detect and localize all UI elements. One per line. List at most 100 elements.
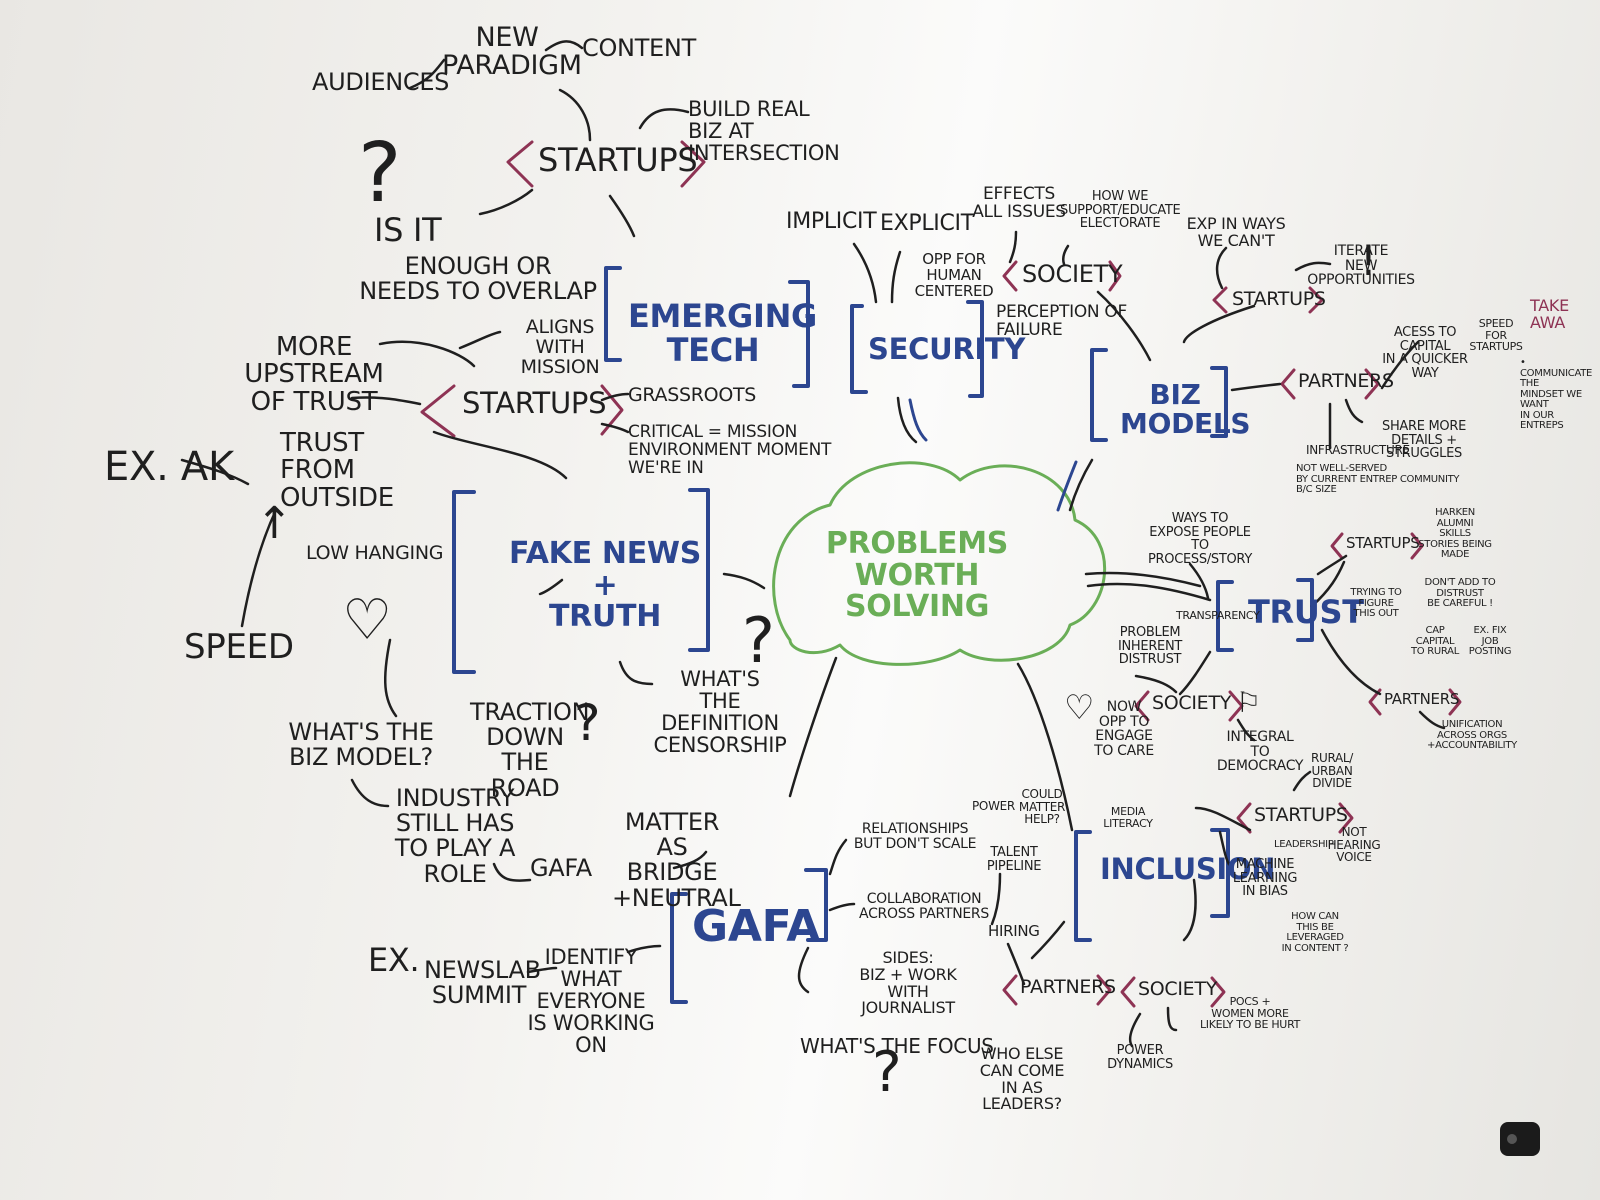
connector-line (1182, 304, 1256, 344)
note: OPP FOR HUMAN CENTERED (914, 250, 994, 300)
connector-line (408, 58, 446, 90)
topic-bracket (966, 300, 984, 398)
connector-line (558, 88, 592, 142)
tag-chevron (1212, 286, 1228, 314)
topic-bracket (604, 266, 622, 362)
note: SHARE MORE DETAILS + STRUGGLES (1382, 419, 1466, 462)
tag-startups: STARTUPS (538, 141, 698, 179)
up-arrow-icon: ↑ (256, 498, 293, 549)
note: TAKE AWA (1530, 296, 1569, 332)
connector-line (1230, 382, 1282, 392)
connector-line (544, 40, 584, 52)
connector-line (618, 660, 654, 686)
question-mark-icon: ? (872, 1040, 902, 1105)
connector-line (608, 194, 636, 238)
note: COLLABORATION ACROSS PARTNERS (859, 891, 989, 922)
tag-chevron (1134, 690, 1150, 722)
topic-inclusion: INCLUSION (1100, 852, 1276, 886)
connector-line (1292, 770, 1312, 792)
topic-trust: TRUST (1248, 593, 1364, 631)
connector-line (797, 946, 810, 994)
connector-line (600, 392, 630, 402)
connector-line (492, 862, 532, 882)
connector-line (1086, 582, 1212, 602)
topic-bracket (452, 490, 476, 674)
connector-line (1215, 246, 1228, 290)
topic-bracket (1216, 580, 1234, 652)
topic-bracket (804, 868, 828, 942)
connector-line (538, 578, 564, 596)
note: WHAT'S THE FOCUS (800, 1034, 994, 1058)
connector-line (1134, 674, 1178, 694)
note: INDUSTRY STILL HAS TO PLAY A ROLE (394, 784, 516, 888)
note: WHO ELSE CAN COME IN AS LEADERS? (979, 1044, 1065, 1114)
tag-partners: PARTNERS (1298, 370, 1394, 392)
note: ALIGNS WITH MISSION (520, 316, 600, 378)
note: RELATIONSHIPS BUT DON'T SCALE (853, 821, 977, 852)
note: SIDES: BIZ + WORK WITH JOURNALIST (859, 948, 957, 1018)
note: MACHINE LEARNING IN BIAS (1232, 857, 1298, 900)
note: EX. AK (104, 444, 234, 490)
connector-line (1380, 340, 1420, 390)
note: AUDIENCES (312, 68, 450, 96)
topic-bracket (670, 892, 688, 1004)
question-mark-icon: ? (742, 604, 775, 677)
question-mark-icon: ? (358, 126, 402, 221)
tag-chevron (1096, 974, 1112, 1006)
tag-society: SOCIETY (1022, 260, 1123, 288)
note: EX. FIX JOB POSTING (1468, 625, 1512, 657)
note: POWER DYNAMICS (1107, 1043, 1173, 1072)
note: MEDIA LITERACY (1103, 805, 1153, 830)
note: EXP IN WAYS WE CAN'T (1186, 214, 1286, 250)
note: TRUST FROM OUTSIDE (280, 428, 394, 513)
tag-chevron (1308, 286, 1324, 314)
note: LOW HANGING (306, 542, 444, 564)
connector-line (1056, 460, 1078, 512)
note: NEW PARADIGM (442, 22, 582, 82)
note: HARKEN ALUMNI SKILLS STORIES BEING MADE (1418, 507, 1492, 560)
connector-line (722, 572, 766, 590)
topic-gafa: GAFA (692, 901, 821, 952)
note: RURAL/ URBAN DIVIDE (1310, 751, 1354, 791)
tag-chevron (420, 384, 456, 438)
connector-line (1194, 806, 1252, 832)
note: SPEED FOR STARTUPS (1469, 317, 1523, 354)
tag-chevron (1410, 532, 1424, 560)
note: CONTENT (582, 34, 696, 62)
connector-line (1344, 398, 1364, 424)
tag-chevron (1002, 974, 1018, 1006)
topic-bracket (850, 304, 868, 394)
topic-bracket (1210, 828, 1230, 918)
connector-line (1008, 230, 1018, 264)
flag-icon: ⚐ (1236, 686, 1262, 719)
connector-line (1068, 458, 1094, 512)
connector-line (852, 242, 878, 304)
note: TRACTION DOWN THE ROAD (470, 698, 590, 802)
topic-bracket (1296, 578, 1314, 642)
tag-chevron (1330, 532, 1344, 560)
tag-chevron (1368, 688, 1382, 716)
note: NEWSLAB SUMMIT (424, 956, 541, 1010)
note: PROBLEM INHERENT DISTRUST (1117, 625, 1183, 668)
note: COULD MATTER HELP? (1018, 787, 1066, 827)
tag-startups: STARTUPS (462, 386, 607, 420)
tag-society: SOCIETY (1138, 978, 1218, 1000)
note: MATTER AS BRIDGE +NEUTRAL (612, 808, 741, 912)
tag-chevron (1210, 976, 1226, 1008)
tag-chevron (1002, 260, 1018, 292)
connector-line (240, 508, 278, 628)
note: INFRASTRUCTURE (1306, 443, 1410, 457)
note: DON'T ADD TO DISTRUST BE CAREFUL ! (1424, 577, 1496, 609)
note: ENOUGH OR NEEDS TO OVERLAP (359, 252, 597, 306)
note: PERCEPTION OF FAILURE (996, 302, 1127, 340)
topic-emerging-tech: EMERGING TECH (628, 297, 818, 369)
connector-line (788, 656, 838, 798)
note: POCs + WOMEN MORE LIKELY TO BE HURT (1199, 995, 1301, 1032)
tag-society: SOCIETY (1152, 692, 1232, 714)
connector-line (1084, 571, 1202, 588)
connector-line (1096, 290, 1152, 362)
connector-line (1218, 830, 1232, 868)
note: UNIFICATION ACROSS ORGS +ACCOUNTABILITY (1427, 719, 1517, 751)
